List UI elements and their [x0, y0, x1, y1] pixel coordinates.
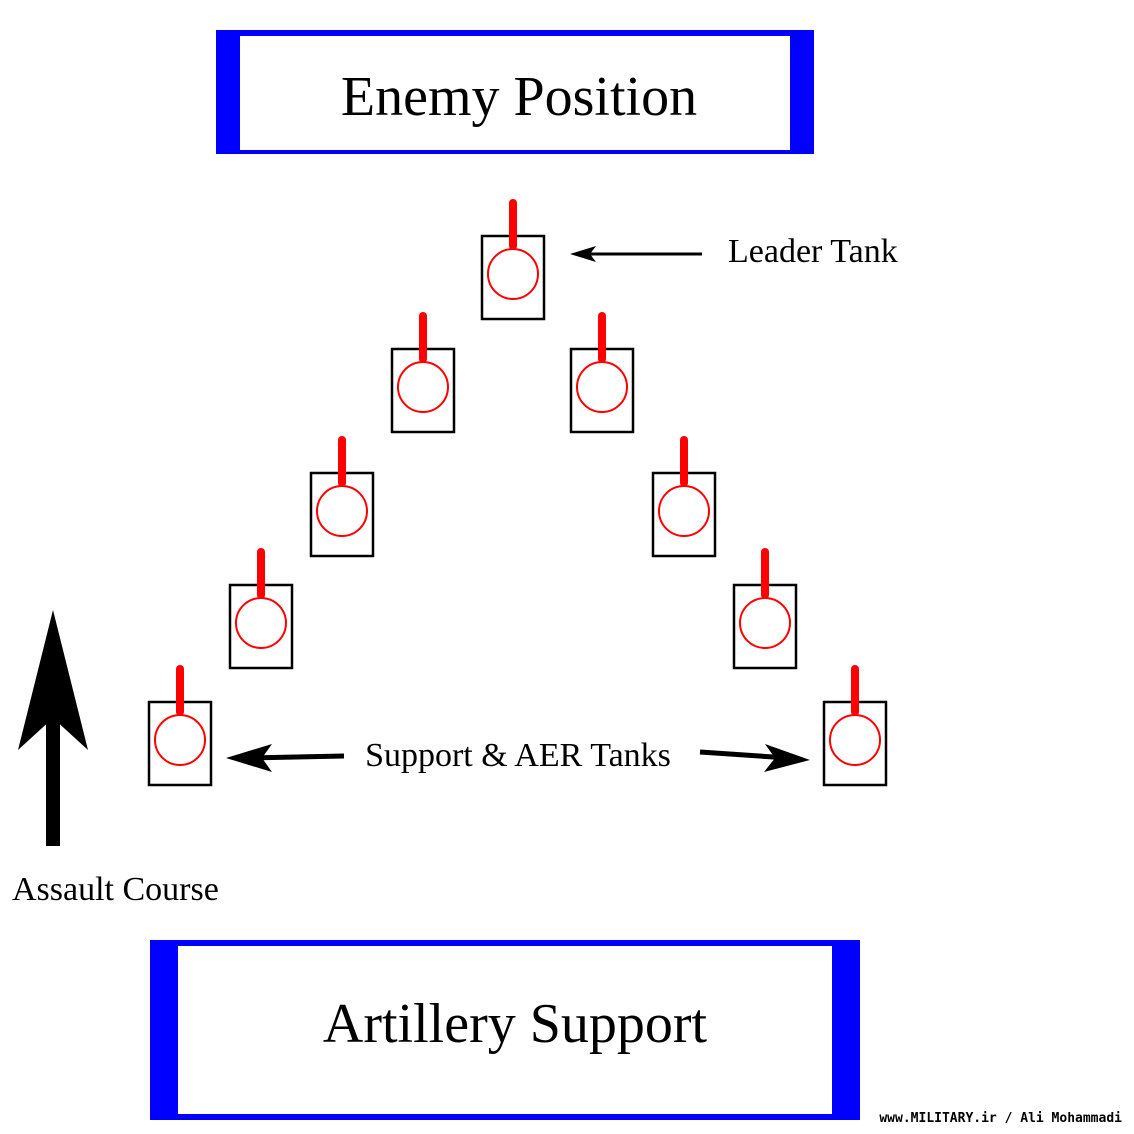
leader-tank — [480, 199, 546, 321]
support-right-arrow — [699, 744, 810, 772]
support-tank — [228, 548, 294, 670]
assault-course-label: Assault Course — [12, 871, 219, 908]
tank-turret — [316, 485, 368, 537]
support-tank — [147, 665, 213, 787]
tank-turret — [487, 248, 539, 300]
support-tank — [651, 436, 717, 558]
artillery-support-label: Artillery Support — [323, 993, 708, 1055]
enemy-position-label: Enemy Position — [341, 66, 697, 128]
support-left-arrow — [226, 744, 345, 772]
tank-turret — [658, 485, 710, 537]
tank-turret — [154, 714, 206, 766]
credit-text: www.MILITARY.ir / Ali Mohammadi — [879, 1111, 1122, 1126]
support-tank — [569, 312, 635, 434]
tank-turret — [576, 361, 628, 413]
support-aer-tanks-label: Support & AER Tanks — [365, 737, 671, 774]
support-tank — [822, 665, 888, 787]
enemy-position-box: Enemy Position — [216, 30, 814, 154]
tank-turret — [397, 361, 449, 413]
assault-course-arrow — [18, 610, 88, 846]
leader-tank-arrow — [570, 246, 702, 262]
support-tank — [309, 436, 375, 558]
tank-turret — [829, 714, 881, 766]
tank-formation — [147, 199, 888, 787]
support-tank — [732, 548, 798, 670]
tank-turret — [235, 597, 287, 649]
artillery-support-box: Artillery Support — [150, 940, 860, 1120]
tank-turret — [739, 597, 791, 649]
leader-tank-label: Leader Tank — [728, 233, 898, 270]
support-tank — [390, 312, 456, 434]
